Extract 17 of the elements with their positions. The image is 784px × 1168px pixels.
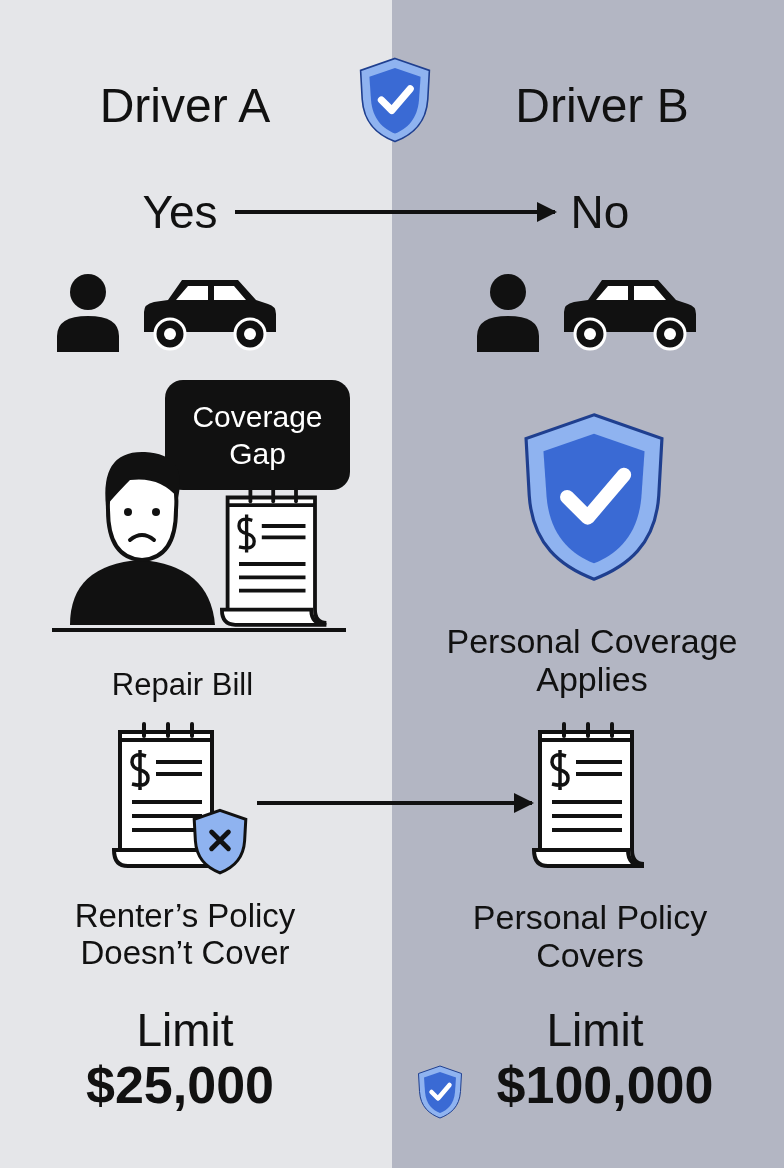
caption-text: Repair Bill <box>110 668 255 703</box>
amount-text: $100,000 <box>495 1056 715 1115</box>
column-heading: Driver A <box>98 78 272 133</box>
arrow <box>235 202 557 222</box>
panel-background <box>392 0 784 1168</box>
caption-text: Personal Policy Covers <box>471 898 709 975</box>
speech-bubble: Coverage Gap <box>165 380 350 490</box>
answer-text: Yes <box>125 182 235 242</box>
arrow <box>257 793 534 813</box>
panel-background <box>0 0 392 1168</box>
limit-label: Limit <box>545 1005 645 1057</box>
caption-text: Renter’s Policy Doesn’t Cover <box>73 898 297 972</box>
limit-label: Limit <box>135 1005 235 1057</box>
caption-text: Personal Coverage Applies <box>445 622 739 699</box>
amount-text: $25,000 <box>85 1056 275 1115</box>
answer-text: No <box>555 182 645 242</box>
column-heading: Driver B <box>514 78 690 133</box>
